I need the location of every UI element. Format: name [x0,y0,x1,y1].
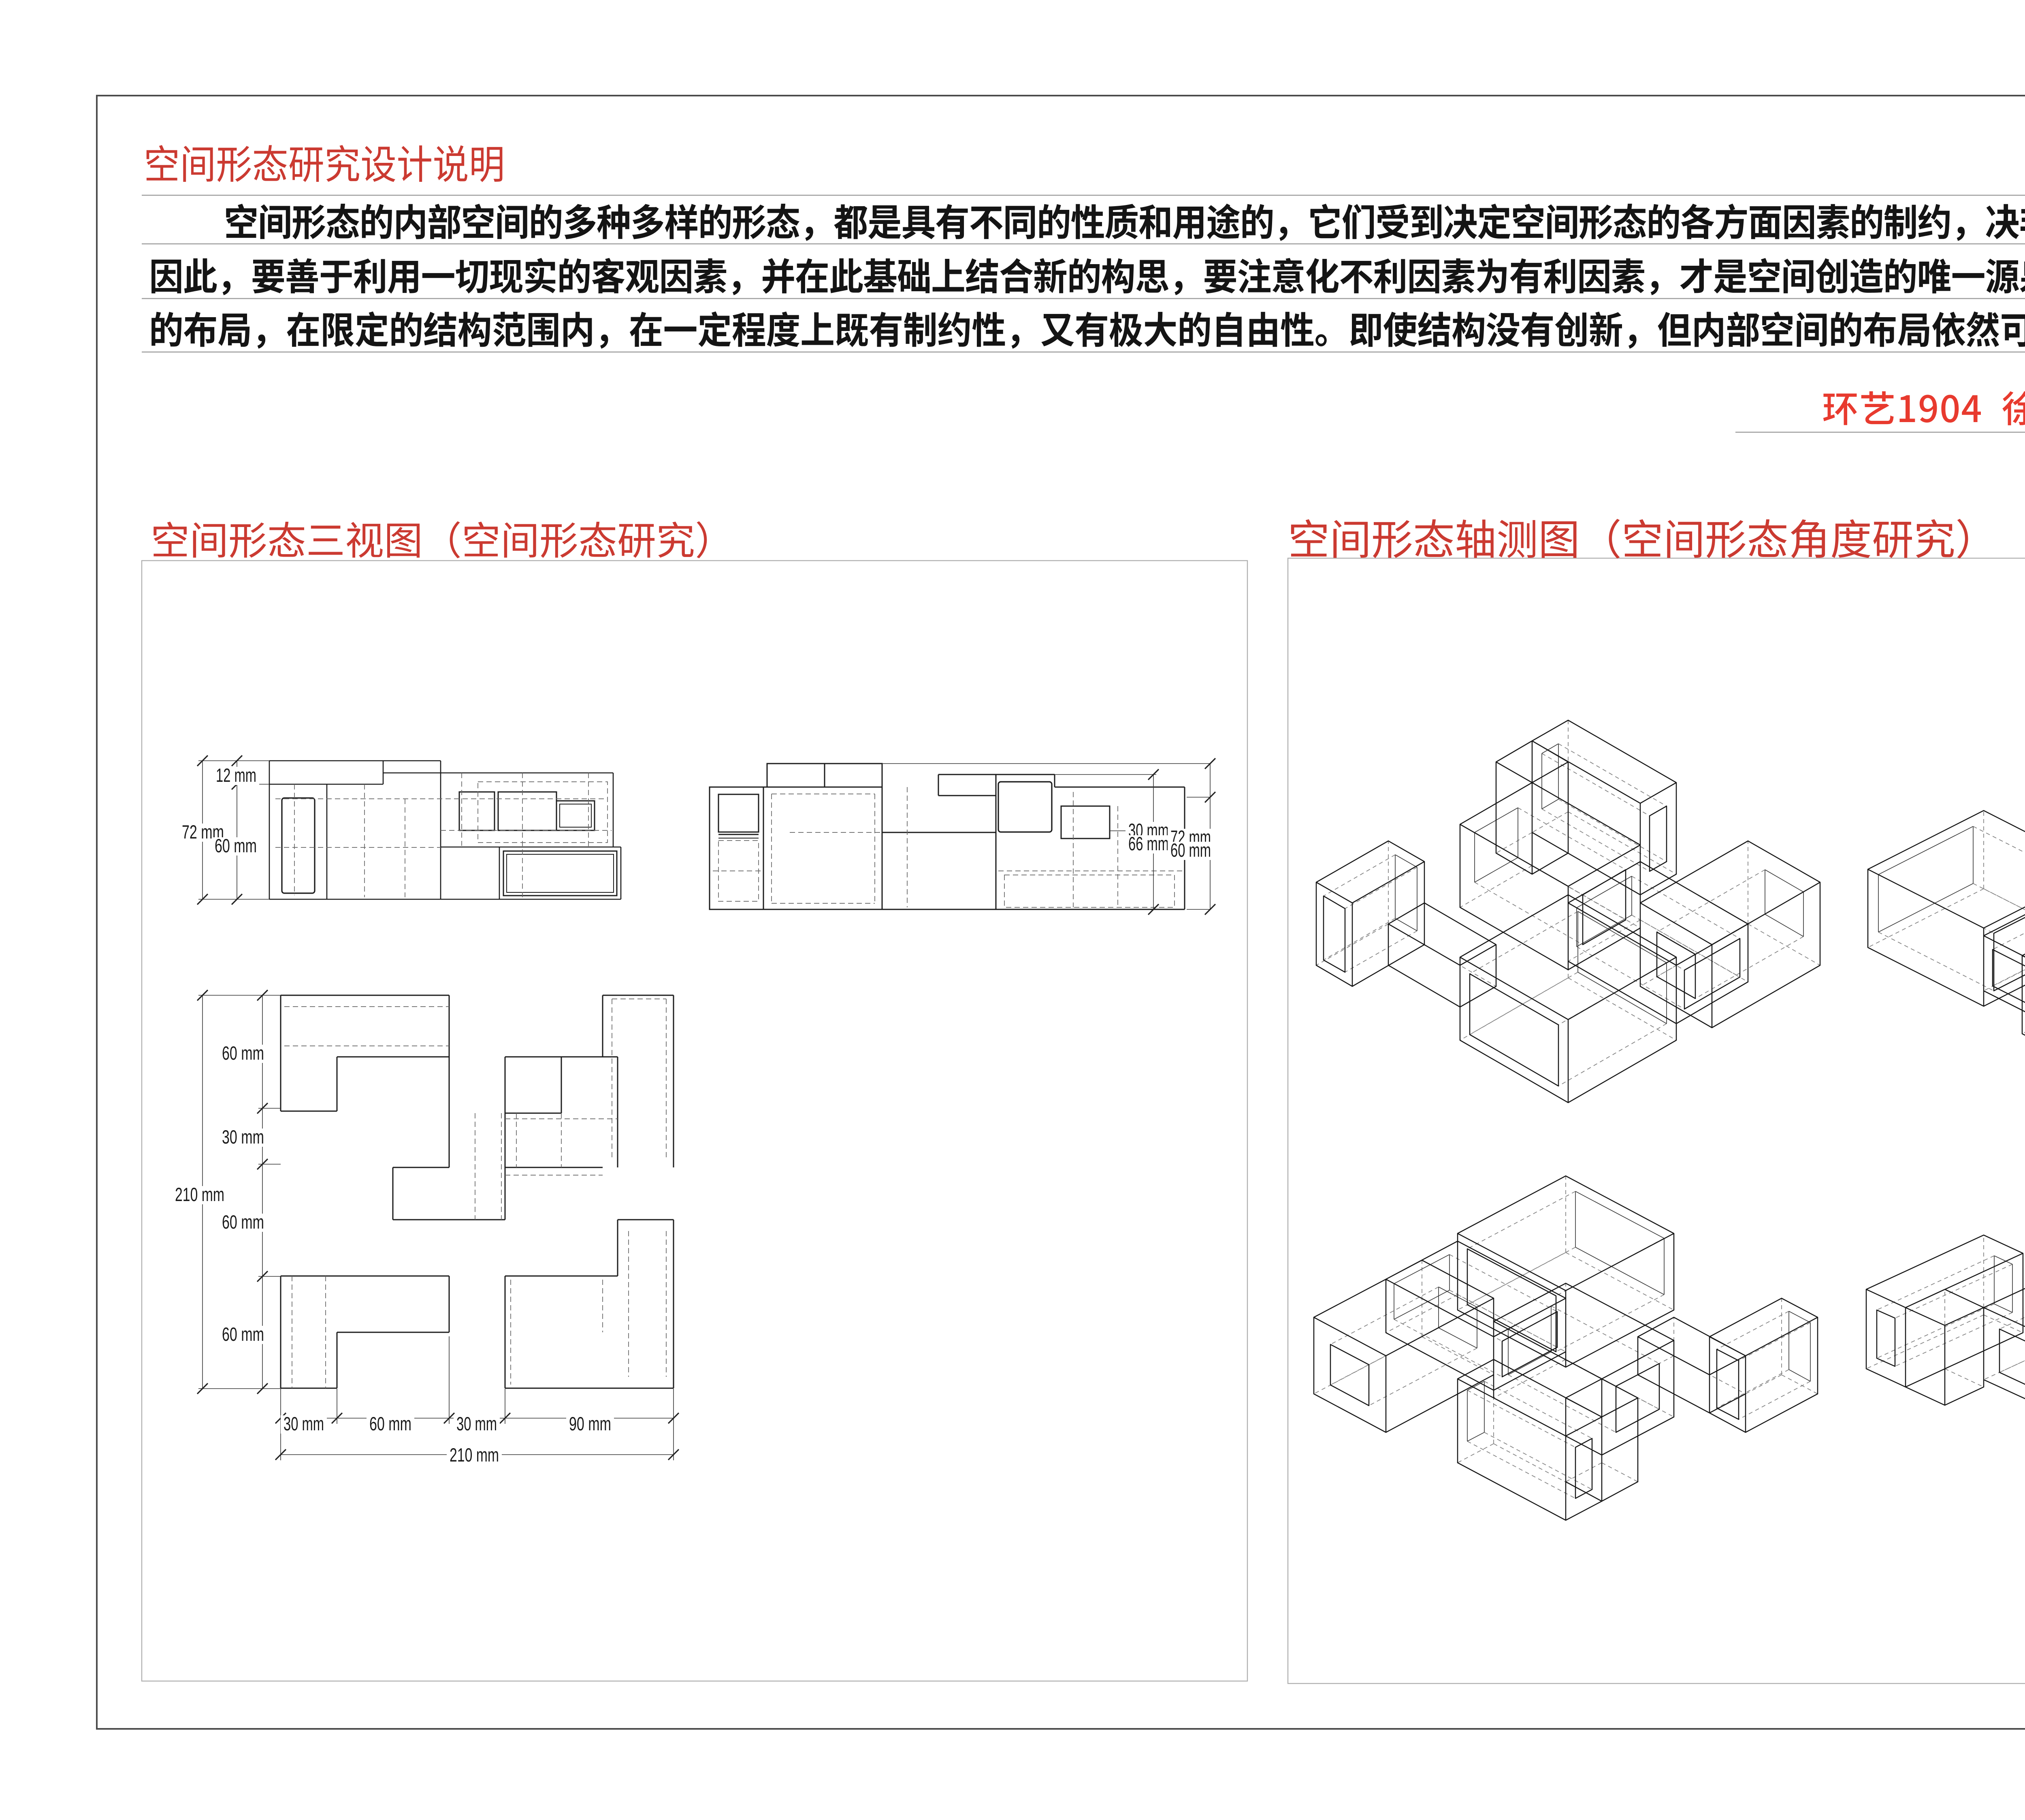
svg-text:60 mm: 60 mm [222,1211,264,1233]
svg-text:12 mm: 12 mm [216,764,256,786]
svg-text:60 mm: 60 mm [215,835,257,856]
svg-text:30 mm: 30 mm [222,1126,264,1148]
svg-text:60 mm: 60 mm [222,1042,264,1064]
svg-text:210 mm: 210 mm [175,1184,224,1205]
svg-text:30 mm: 30 mm [284,1413,324,1434]
svg-text:66 mm: 66 mm [1128,833,1169,854]
svg-text:60 mm: 60 mm [222,1323,264,1345]
svg-text:60 mm: 60 mm [1170,839,1211,861]
svg-text:210 mm: 210 mm [450,1444,499,1466]
svg-text:30 mm: 30 mm [456,1413,497,1434]
svg-text:60 mm: 60 mm [369,1413,411,1434]
svg-text:90 mm: 90 mm [569,1413,611,1434]
